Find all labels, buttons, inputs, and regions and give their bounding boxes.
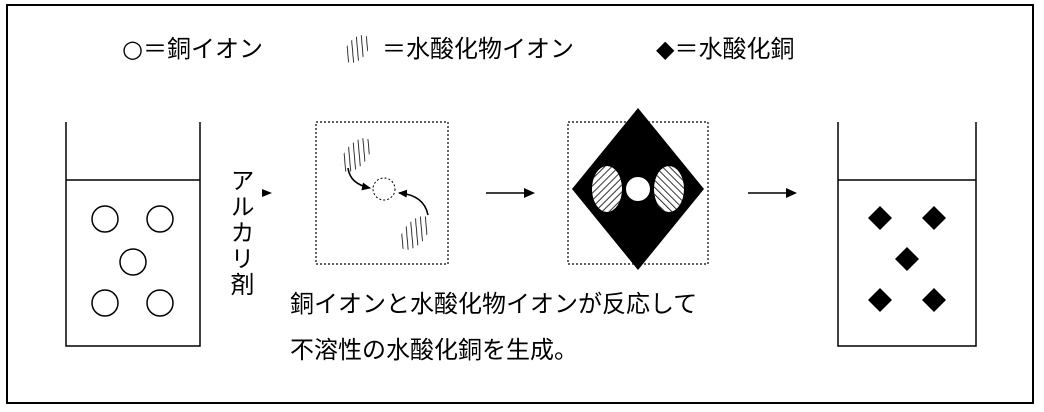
arrow-curve-icon (398, 189, 429, 216)
copper-ion-circle (626, 177, 650, 201)
left-beaker (65, 122, 201, 347)
copper-ion-dashed-circle (372, 177, 396, 201)
arrow-small-icon (262, 189, 272, 197)
copper-hydroxide-diamond (922, 206, 946, 230)
legend-hydroxide-ion: ＝水酸化物イオン (382, 35, 574, 63)
legend-copper-hydroxide: ◆＝水酸化銅 (656, 35, 795, 63)
copper-ion-circle (91, 289, 119, 317)
hydroxide-ion-shape (340, 138, 372, 172)
caption-line-1: 銅イオンと水酸化物イオンが反応して (290, 290, 698, 318)
right-beaker (837, 122, 977, 347)
hatched-ion-icon (340, 32, 374, 66)
copper-hydroxide-diamond (895, 247, 919, 271)
legend-copper-ion: ○＝銅イオン (122, 35, 263, 63)
copper-hydroxide-diamond (868, 206, 892, 230)
copper-hydroxide-diamond (922, 288, 946, 312)
diagram-frame (6, 4, 1034, 404)
copper-ion-circle (91, 205, 119, 233)
copper-ion-circle (119, 248, 147, 276)
hydroxide-ion-shape (399, 216, 431, 250)
reaction-box-1 (315, 121, 449, 265)
caption-line-2: 不溶性の水酸化銅を生成。 (290, 336, 578, 364)
copper-ion-circle (146, 205, 174, 233)
arrow-curve-icon (347, 167, 371, 191)
reaction-box-2 (567, 108, 709, 270)
alkali-agent-label: アルカリ剤 (226, 168, 254, 298)
copper-ion-circle (146, 289, 174, 317)
copper-hydroxide-diamond (868, 288, 892, 312)
